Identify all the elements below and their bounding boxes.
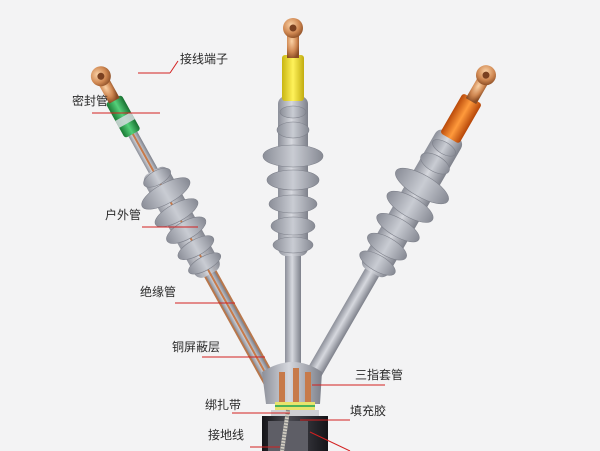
- phase-left: [90, 66, 280, 392]
- label-seal-tube: 密封管: [72, 94, 109, 108]
- cable-base: [262, 362, 328, 451]
- right-insulation-pipe: [303, 263, 382, 384]
- middle-bushing: [262, 96, 324, 256]
- right-seal-tube: [441, 94, 481, 143]
- label-binding-tape: 绑扎带: [205, 398, 242, 412]
- label-three-finger-sleeve: 三指套管: [355, 368, 404, 382]
- middle-seal-tube: [282, 55, 304, 101]
- three-finger-sleeve: [262, 362, 322, 404]
- label-ground-wire: 接地线: [208, 428, 245, 442]
- label-terminal: 接线端子: [180, 52, 229, 66]
- phase-right: [303, 65, 496, 384]
- leader-filler-2: [309, 431, 351, 451]
- leader-terminal-2: [169, 60, 179, 74]
- leader-lines: [92, 60, 385, 451]
- middle-terminal-barrel: [287, 32, 299, 58]
- label-outdoor-tube: 户外管: [105, 208, 142, 222]
- right-bushing: [359, 129, 463, 278]
- middle-insulation-pipe: [285, 250, 301, 380]
- left-bushing: [141, 166, 222, 278]
- phase-middle: [262, 18, 324, 380]
- label-insulation-tube: 绝缘管: [140, 285, 177, 299]
- label-filler: 填充胶: [350, 404, 387, 418]
- label-copper-shield: 铜屏蔽层: [172, 340, 221, 354]
